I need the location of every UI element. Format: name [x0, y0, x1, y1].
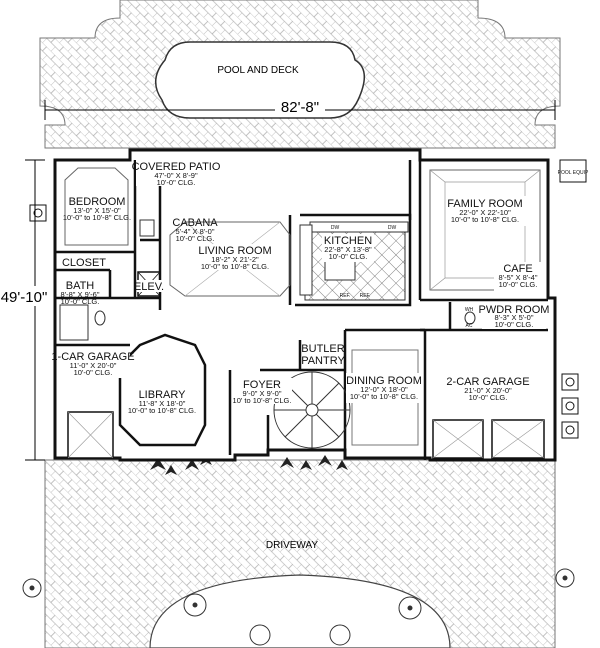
svg-text:POOL EQUIP: POOL EQUIP	[558, 170, 589, 176]
svg-text:FOYER: FOYER	[243, 379, 281, 391]
width-label: 82'-8"	[281, 99, 319, 116]
svg-text:10'-0" CLG.: 10'-0" CLG.	[469, 393, 508, 402]
svg-text:11'-8" X 18'-0": 11'-8" X 18'-0"	[139, 399, 186, 408]
room-elevator: ELEV.	[134, 280, 164, 293]
svg-text:DW: DW	[388, 225, 397, 231]
library-walls	[118, 333, 207, 447]
svg-text:12'-0" X 18'-0": 12'-0" X 18'-0"	[360, 385, 408, 394]
driveway-paving: DRIVEWAY	[44, 459, 556, 648]
svg-text:BUTLER: BUTLER	[301, 343, 344, 355]
svg-text:DINING ROOM: DINING ROOM	[346, 375, 422, 387]
depth-label: 49'-10"	[1, 289, 48, 306]
depth-dimension: 49'-10"	[0, 159, 48, 461]
svg-text:5'-4" X 8'-0": 5'-4" X 8'-0"	[175, 227, 214, 236]
svg-text:8'-8" X 9'-6": 8'-8" X 9'-6"	[60, 290, 99, 299]
bedroom-outline	[64, 167, 129, 246]
svg-text:18'-2" X 21'-2": 18'-2" X 21'-2"	[211, 255, 259, 264]
svg-text:AC: AC	[466, 323, 473, 329]
svg-text:BATH: BATH	[66, 280, 95, 292]
svg-text:BEDROOM: BEDROOM	[69, 196, 126, 208]
svg-text:PANTRY: PANTRY	[301, 355, 345, 367]
svg-text:10'-0" CLG.: 10'-0" CLG.	[495, 320, 534, 329]
svg-text:10'-0" CLG.: 10'-0" CLG.	[499, 280, 538, 289]
svg-text:WH: WH	[465, 307, 474, 313]
spiral-stair	[273, 371, 351, 449]
fixture-labels: REF. REF. DW DW WH AC POOL EQUIP	[331, 170, 589, 329]
svg-text:ELEV.: ELEV.	[134, 281, 164, 293]
svg-text:FAMILY ROOM: FAMILY ROOM	[447, 198, 522, 210]
svg-text:KITCHEN: KITCHEN	[324, 235, 372, 247]
svg-text:CAFE: CAFE	[503, 263, 532, 275]
room-foyer: FOYER 9'-0" X 9'-0" 10' to 10'-8" CLG.	[232, 378, 292, 405]
room-covered-patio: COVERED PATIO 47'-0" X 8'-9" 10'-0" CLG.	[132, 160, 221, 187]
room-closet: CLOSET	[62, 257, 106, 269]
width-dimension: 82'-8"	[44, 97, 556, 120]
svg-text:10'-0" to 10'-8" CLG.: 10'-0" to 10'-8" CLG.	[451, 215, 519, 224]
room-library: LIBRARY 11'-8" X 18'-0" 10'-0" to 10'-8"…	[128, 389, 196, 415]
svg-text:9'-0" X 9'-0": 9'-0" X 9'-0"	[242, 389, 281, 398]
svg-text:11'-0" X 20'-0": 11'-0" X 20'-0"	[70, 361, 117, 370]
room-butler-pantry: BUTLER PANTRY	[301, 341, 345, 368]
room-cafe: CAFE 8'-5" X 8'-4" 10'-0" CLG.	[494, 262, 542, 292]
room-living-room: LIVING ROOM 18'-2" X 21'-2" 10'-0" to 10…	[195, 244, 275, 271]
svg-text:2-CAR GARAGE: 2-CAR GARAGE	[446, 376, 529, 388]
svg-text:10'-0" CLG.: 10'-0" CLG.	[157, 178, 196, 187]
svg-text:8'-5" X 8'-4": 8'-5" X 8'-4"	[498, 273, 537, 282]
interior-walls	[55, 160, 548, 460]
svg-text:13'-0" X 15'-0": 13'-0" X 15'-0"	[73, 206, 121, 215]
driveway-label: DRIVEWAY	[266, 540, 319, 551]
dining-room-outline	[351, 349, 419, 446]
room-dining-room: DINING ROOM 12'-0" X 18'-0" 10'-0" to 10…	[346, 373, 422, 403]
svg-text:10'-0" to 10'-8" CLG.: 10'-0" to 10'-8" CLG.	[350, 392, 418, 401]
svg-text:LIBRARY: LIBRARY	[139, 389, 187, 401]
svg-text:10'-0" CLG.: 10'-0" CLG.	[61, 297, 100, 306]
svg-text:COVERED PATIO: COVERED PATIO	[132, 161, 221, 173]
svg-text:CABANA: CABANA	[172, 217, 218, 229]
garage-doors	[67, 411, 545, 459]
room-bath: BATH 8'-8" X 9'-6" 10'-0" CLG.	[60, 280, 99, 306]
svg-text:10'-0" to 10'-8" CLG.: 10'-0" to 10'-8" CLG.	[128, 406, 196, 415]
pool: POOL AND DECK	[155, 41, 365, 119]
room-two-car-garage: 2-CAR GARAGE 21'-0" X 20'-0" 10'-0" CLG.	[446, 376, 529, 402]
svg-text:LIVING ROOM: LIVING ROOM	[198, 245, 271, 257]
svg-text:CLOSET: CLOSET	[62, 257, 106, 269]
bath-fixtures	[59, 219, 476, 341]
room-bedroom: BEDROOM 13'-0" X 15'-0" 10'-0" to 10'-8"…	[63, 196, 131, 222]
svg-text:DW: DW	[331, 225, 340, 231]
svg-text:PWDR ROOM: PWDR ROOM	[479, 304, 550, 316]
svg-text:REF.: REF.	[360, 293, 371, 299]
svg-text:21'-0" X 20'-0": 21'-0" X 20'-0"	[464, 386, 512, 395]
room-one-car-garage: 1-CAR GARAGE 11'-0" X 20'-0" 10'-0" CLG.	[51, 350, 135, 378]
pool-label: POOL AND DECK	[217, 65, 299, 76]
svg-text:REF.: REF.	[340, 293, 351, 299]
svg-text:10'-0" CLG.: 10'-0" CLG.	[176, 234, 215, 243]
svg-text:8'-3" X 5'-0": 8'-3" X 5'-0"	[494, 313, 533, 322]
room-kitchen: KITCHEN 22'-8" X 13'-8" 10'-0" CLG.	[322, 234, 374, 262]
svg-text:10' to 10'-8" CLG.: 10' to 10'-8" CLG.	[233, 396, 292, 405]
svg-text:10'-0" to 10'-8" CLG.: 10'-0" to 10'-8" CLG.	[201, 262, 269, 271]
svg-text:10'-0" CLG.: 10'-0" CLG.	[74, 368, 113, 377]
landscape-trees	[22, 568, 575, 646]
svg-text:10'-0" CLG.: 10'-0" CLG.	[329, 252, 368, 261]
svg-text:10'-0" to 10'-8" CLG.: 10'-0" to 10'-8" CLG.	[63, 213, 131, 222]
room-cabana: CABANA 5'-4" X 8'-0" 10'-0" CLG.	[172, 217, 218, 243]
svg-text:22'-0" X 22'-10": 22'-0" X 22'-10"	[459, 208, 511, 217]
svg-text:47'-0" X 8'-9": 47'-0" X 8'-9"	[154, 171, 198, 180]
room-powder-room: PWDR ROOM 8'-3" X 5'-0" 10'-0" CLG.	[479, 303, 550, 329]
svg-text:1-CAR GARAGE: 1-CAR GARAGE	[51, 351, 134, 363]
room-family-room: FAMILY ROOM 22'-0" X 22'-10" 10'-0" to 1…	[446, 196, 526, 226]
svg-text:22'-8" X 13'-8": 22'-8" X 13'-8"	[324, 245, 372, 254]
ac-units	[29, 159, 587, 439]
